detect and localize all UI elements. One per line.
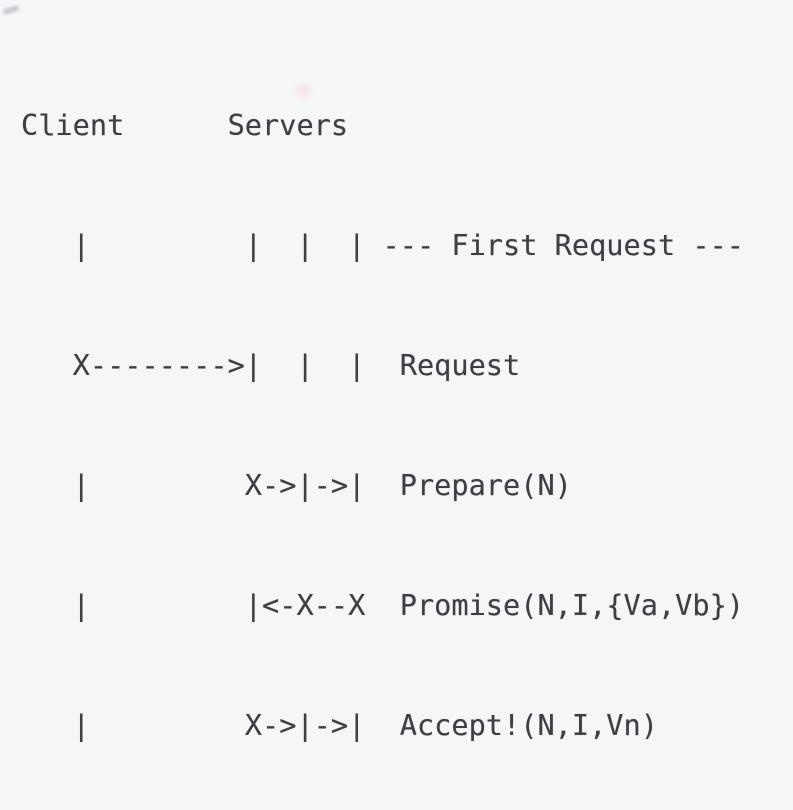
compression-artifact	[296, 84, 310, 98]
diagram-line-request: X-------->| | | Request	[21, 348, 521, 382]
diagram-line-promise: | |<-X--X Promise(N,I,{Va,Vb})	[21, 588, 745, 622]
paxos-message-flow-diagram: Client Servers | | | | --- First Request…	[21, 25, 744, 810]
corner-smudge-artifact	[2, 4, 20, 16]
diagram-line-prepare: | X->|->| Prepare(N)	[21, 468, 572, 502]
diagram-line-first-request-header: | | | | --- First Request ---	[21, 228, 745, 262]
diagram-line-actors-header: Client Servers	[21, 108, 349, 142]
diagram-line-accept: | X->|->| Accept!(N,I,Vn)	[21, 708, 658, 742]
